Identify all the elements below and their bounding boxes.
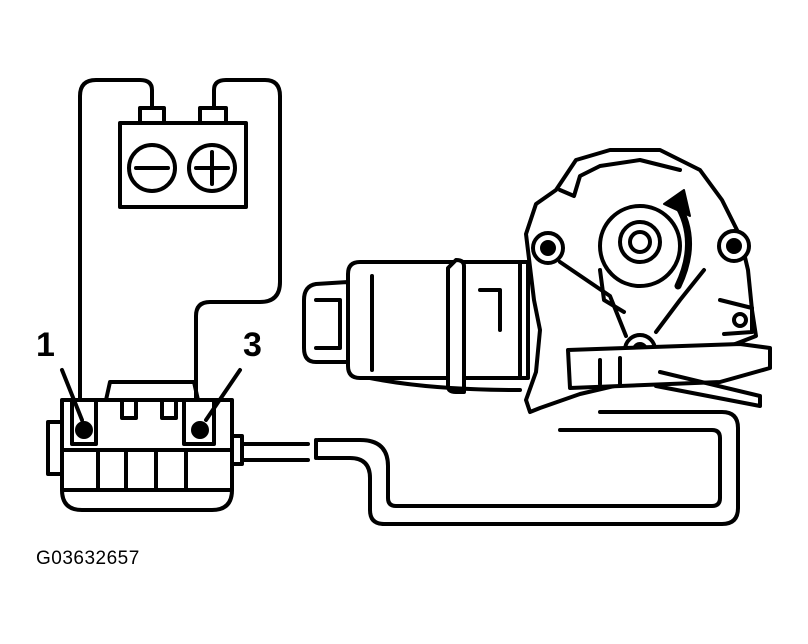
battery (118, 106, 248, 209)
motor-connector (46, 380, 244, 512)
pin-1-leader (60, 368, 84, 422)
wiper-motor (302, 148, 772, 414)
output-shaft (598, 204, 682, 288)
pin-3-contact (191, 421, 209, 439)
positive-jumper-wire (194, 78, 282, 410)
battery-positive-terminal-icon (187, 143, 237, 193)
figure-id: G03632657 (36, 548, 140, 569)
battery-negative-terminal-icon (127, 143, 177, 193)
pin-1-contact (75, 421, 93, 439)
harness-cable (240, 410, 740, 526)
pin-3-leader (204, 368, 242, 422)
pin-3-label: 3 (243, 326, 262, 364)
negative-jumper-wire (78, 78, 154, 410)
pin-1-label: 1 (36, 326, 55, 364)
